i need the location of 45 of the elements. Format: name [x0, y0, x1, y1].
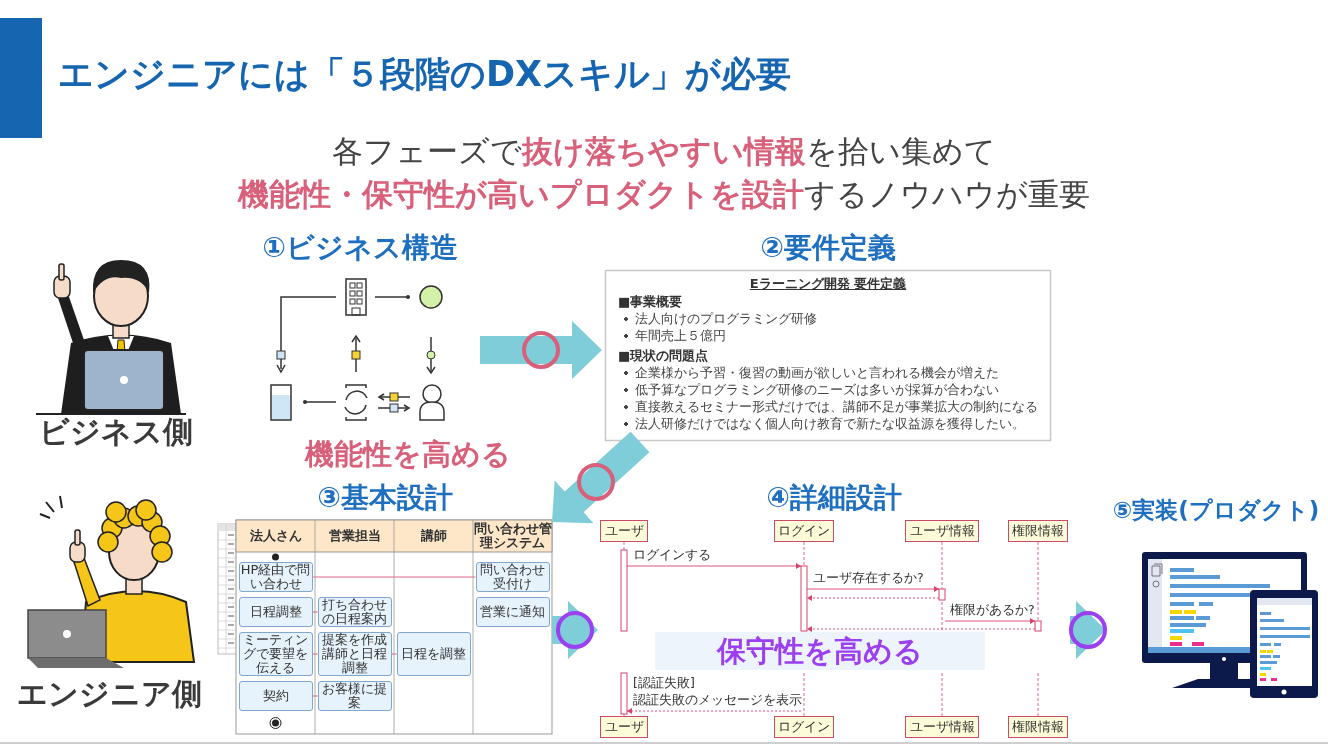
activity-box: 日程調整	[238, 597, 313, 627]
side-label: エンジニア側	[15, 675, 203, 713]
title: エンジニアには「５段階のDXスキル」が必要	[58, 53, 792, 96]
participant-box: ユーザ情報	[905, 716, 979, 738]
activity-box: 日程を調整	[396, 632, 471, 676]
activity-box: 営業に通知	[475, 597, 550, 627]
effect-label: 機能性を高める	[303, 436, 512, 472]
participant-box: ユーザ	[600, 520, 648, 542]
message-label: 認証失敗のメッセージを表示	[633, 692, 802, 707]
stage-heading: ②要件定義	[759, 230, 897, 266]
stage-heading: ①ビジネス構造	[261, 230, 459, 266]
participant-box: ログイン	[774, 716, 834, 738]
effect-label: 保守性を高める	[655, 632, 985, 670]
message-label: ユーザ存在するか?	[813, 570, 924, 585]
stage-heading: ③基本設計	[316, 480, 454, 516]
lane-header: 問い合わせ管理システム	[473, 521, 552, 551]
lane-header: 営業担当	[327, 527, 382, 545]
message-label: [認証失敗]	[633, 675, 695, 690]
document-title: Eラーニング開発 要件定義	[748, 276, 908, 292]
section-heading: ■現状の問題点	[618, 348, 710, 364]
activity-box: 契約	[238, 681, 313, 711]
participant-box: ユーザ	[600, 716, 648, 738]
message-label: 権限があるか?	[950, 602, 1035, 617]
participant-box: ログイン	[774, 520, 834, 542]
stage-heading: ⑤実装(プロダクト)	[1111, 496, 1321, 525]
lane-header: 講師	[419, 527, 448, 545]
block-arrow	[480, 321, 602, 379]
stage-heading: ④詳細設計	[765, 480, 903, 516]
activity-box: 提案を作成講師と日程調整	[317, 632, 392, 676]
participant-box: ユーザ情報	[905, 520, 979, 542]
subtitle: 機能性・保守性が高いプロダクトを設計するノウハウが重要	[236, 175, 1091, 214]
subtitle: 各フェーズで抜け落ちやすい情報を拾い集めて	[331, 132, 997, 171]
activity-box: ミーティングで要望を伝える	[238, 632, 313, 676]
block-arrow	[1070, 601, 1106, 659]
participant-box: 権限情報	[1008, 520, 1068, 542]
lane-header: 法人さん	[248, 527, 303, 545]
activity-box: 打ち合わせの日程案内	[317, 597, 392, 627]
block-arrow	[552, 601, 598, 659]
activity-box: 問い合わせ受付け	[475, 562, 550, 592]
side-label: ビジネス側	[38, 413, 194, 451]
activity-box: HP経由で問い合わせ	[238, 562, 313, 592]
activity-box: お客様に提案	[317, 681, 392, 711]
message-label: ログインする	[633, 547, 711, 562]
section-heading: ■事業概要	[618, 294, 684, 310]
participant-box: 権限情報	[1008, 716, 1068, 738]
